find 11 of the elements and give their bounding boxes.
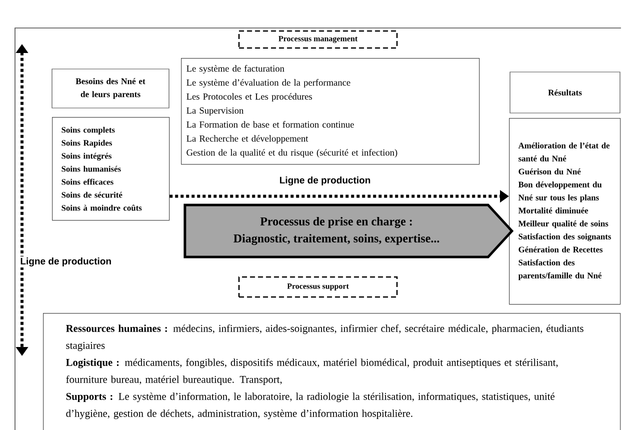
process-label-box: Processus management <box>238 30 398 49</box>
list-box: Le système de facturation Le système d’évaluation de la performance Les Protocoles et Les procédures La Supervision La Formation de base et formation continue La Recherche et développement Gestion de la qualité et du risque (sécurité et infection) <box>181 58 480 165</box>
process-banner: Processus de prise en charge : Diagnostic, traitement, soins, expertise... <box>184 204 514 258</box>
heading-box: Besoins des Nné et de leurs parents <box>52 68 170 108</box>
text-box: Ressources humaines : médecins, infirmiers, aides-soignantes, infirmier chef, secrétaire médicale, pharmacien, étudiants stagiaires Logistique : médicaments, fongibles, dispositifs médicaux, matériel biomédical, produit antiseptiques et stérilisant, fourniture bureau, matériel bureautique. Transport, Supports : Le système d’information, le laboratoire, la radiologie la stérilisation, informatiques, statistiques, unité d’hygiène, gestion de déchets, administration, système d’information hospitalière. <box>43 313 621 430</box>
axis-label: Ligne de production <box>19 256 112 268</box>
list-box: Soins complets Soins Rapides Soins intégrés Soins humanisés Soins efficaces Soins de sécurité Soins à moindre coûts <box>52 117 170 221</box>
list-box: Amélioration de l’état de santé du Nné Guérison du Nné Bon développement du Nné sur tous les plans Mortalité diminuée Meilleur qualité de soins Satisfaction des soignants Génération de Recettes Satisfaction des parents/famille du Nné <box>509 118 621 305</box>
edge-label: Ligne de production <box>278 176 372 186</box>
process-label-box: Processus support <box>238 276 398 298</box>
heading-box: Résultats <box>510 72 620 114</box>
